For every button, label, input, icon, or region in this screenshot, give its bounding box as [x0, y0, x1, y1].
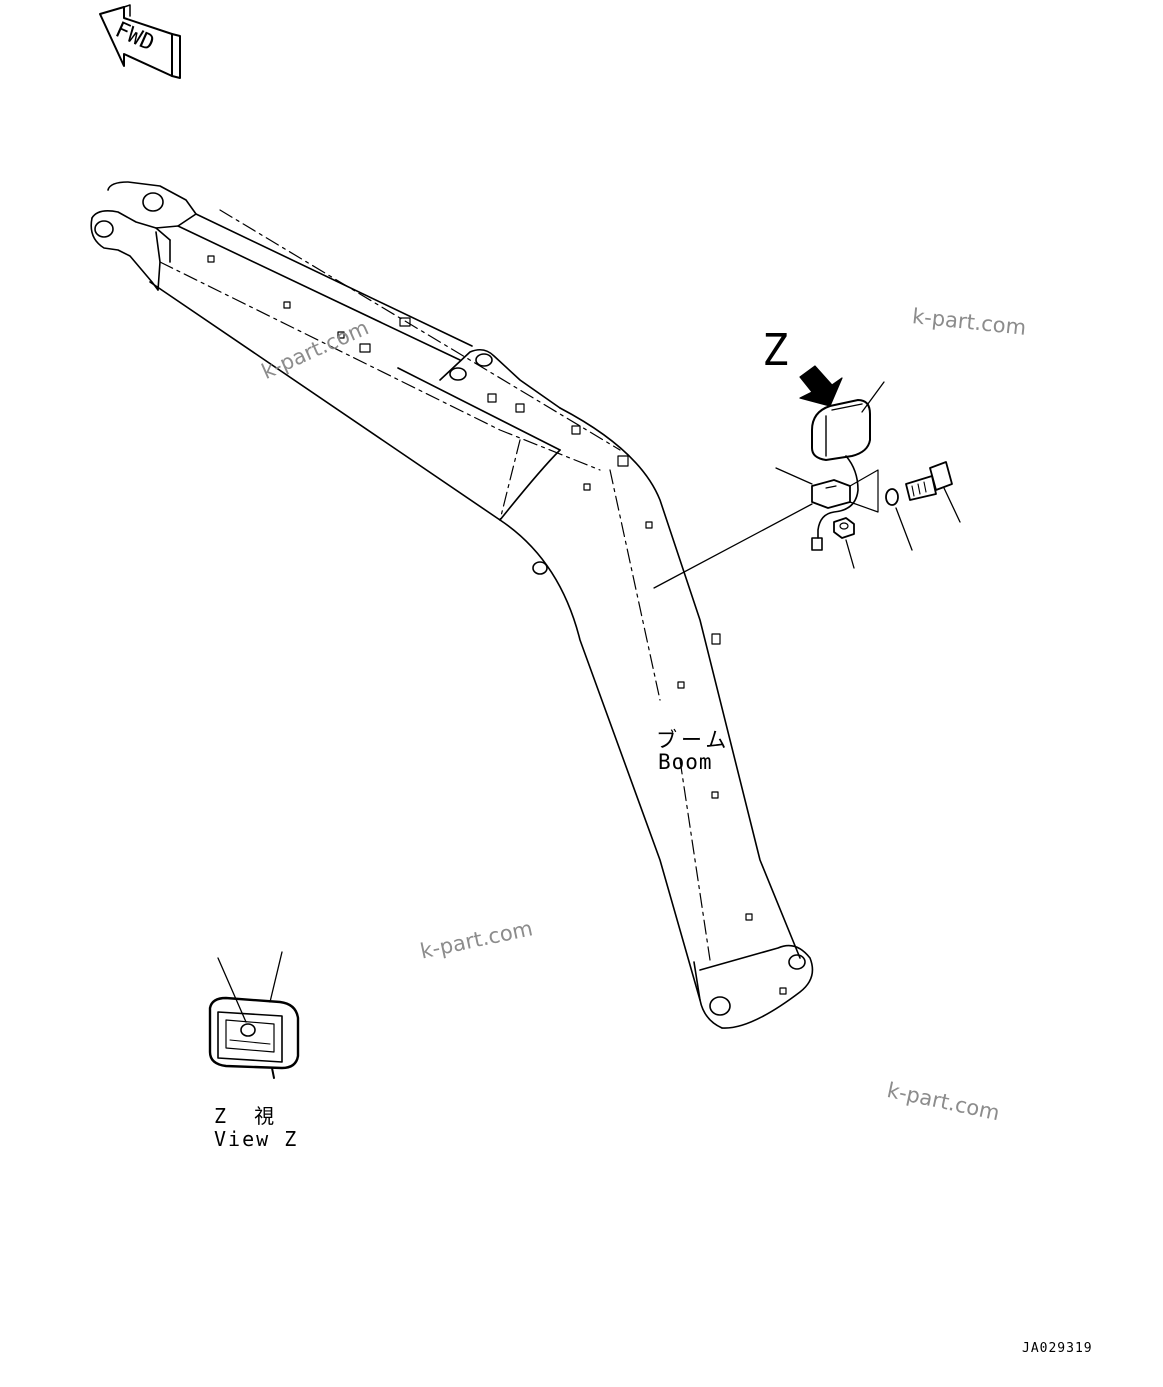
bolt — [905, 461, 953, 501]
boom-label-en: Boom — [658, 750, 713, 774]
view-z-letter: Z — [762, 325, 789, 376]
view-z-lamp — [208, 996, 300, 1079]
lamp-bracket — [811, 469, 879, 513]
washer — [885, 488, 899, 506]
view-z-arrow — [799, 365, 843, 407]
drawing-number: JA029319 — [1022, 1341, 1093, 1356]
fwd-arrow — [99, 4, 181, 79]
view-z-leader-line-1 — [217, 957, 247, 1023]
harness-wire — [817, 455, 859, 539]
nut-leader-line — [845, 539, 855, 569]
mount-leader-line — [653, 503, 813, 589]
boom-center-lines — [159, 209, 711, 961]
lamp-leader-line — [861, 381, 885, 413]
nut — [833, 517, 855, 539]
view-caption-en: View Z — [214, 1127, 299, 1151]
boom-label-jp: ブーム — [656, 728, 731, 752]
work-lamp — [811, 399, 871, 461]
view-caption-jp: Z 視 — [214, 1104, 283, 1128]
fwd-label: FWD — [111, 18, 157, 57]
view-z-leader-line-2 — [269, 951, 283, 1003]
bolt-leader-line — [943, 487, 961, 523]
bracket-leader-line — [775, 467, 813, 485]
boom — [90, 181, 814, 1029]
wire-connector — [811, 537, 823, 551]
washer-leader-line — [895, 507, 913, 551]
